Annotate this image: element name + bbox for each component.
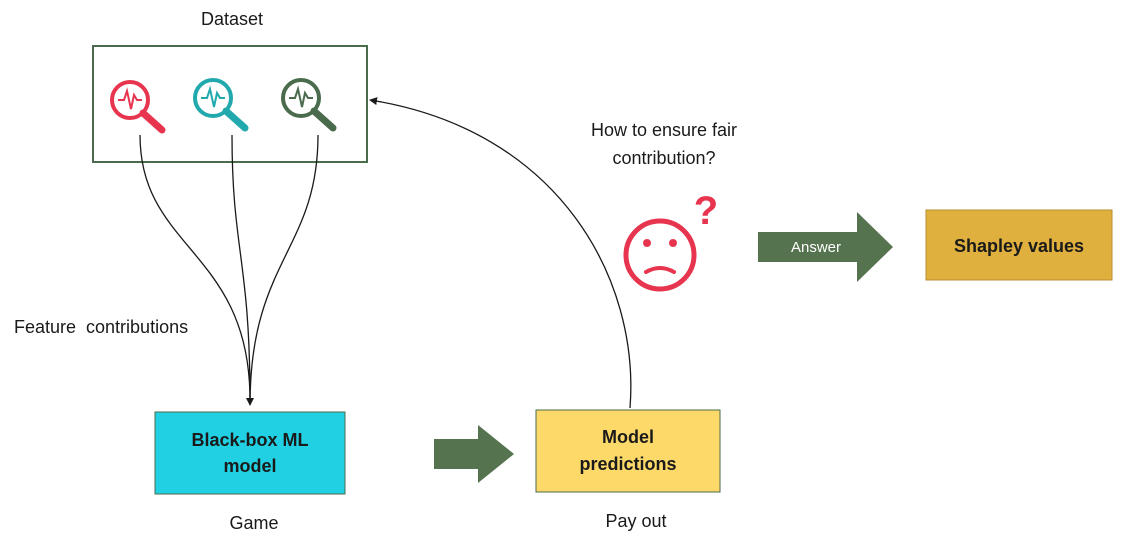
predictions-node-line1: Model bbox=[602, 427, 654, 447]
dataset-title: Dataset bbox=[201, 9, 263, 29]
magnifier-waveform-icon-1 bbox=[110, 80, 166, 134]
predictions-node bbox=[535, 409, 721, 493]
answer-arrow-label: Answer bbox=[791, 239, 841, 256]
dataset-box bbox=[92, 45, 368, 163]
shapley-node bbox=[925, 209, 1113, 281]
model-node bbox=[154, 411, 346, 495]
pay-out-label: Pay out bbox=[605, 511, 666, 531]
connector-feature-1 bbox=[139, 134, 251, 401]
predictions-node-line2: predictions bbox=[579, 454, 676, 474]
model-node-line2: model bbox=[223, 456, 276, 476]
flow-arrow bbox=[434, 425, 514, 483]
confused-face-icon: ? bbox=[623, 189, 718, 292]
model-node-line1: Black-box ML bbox=[191, 430, 308, 450]
question-line-1: How to ensure fair bbox=[591, 120, 737, 140]
magnifier-waveform-icon-3 bbox=[281, 78, 337, 132]
feedback-arrow bbox=[369, 97, 632, 409]
game-label: Game bbox=[229, 513, 278, 533]
magnifier-waveform-icon-2 bbox=[193, 78, 249, 132]
connector-feature-3 bbox=[246, 134, 319, 406]
question-line-2: contribution? bbox=[612, 148, 715, 168]
answer-arrow bbox=[758, 212, 893, 282]
feature-contributions-label: Feature contributions bbox=[14, 317, 188, 337]
connector-feature-2 bbox=[231, 134, 251, 401]
question-mark-icon: ? bbox=[694, 189, 718, 233]
shapley-node-label: Shapley values bbox=[954, 236, 1084, 256]
